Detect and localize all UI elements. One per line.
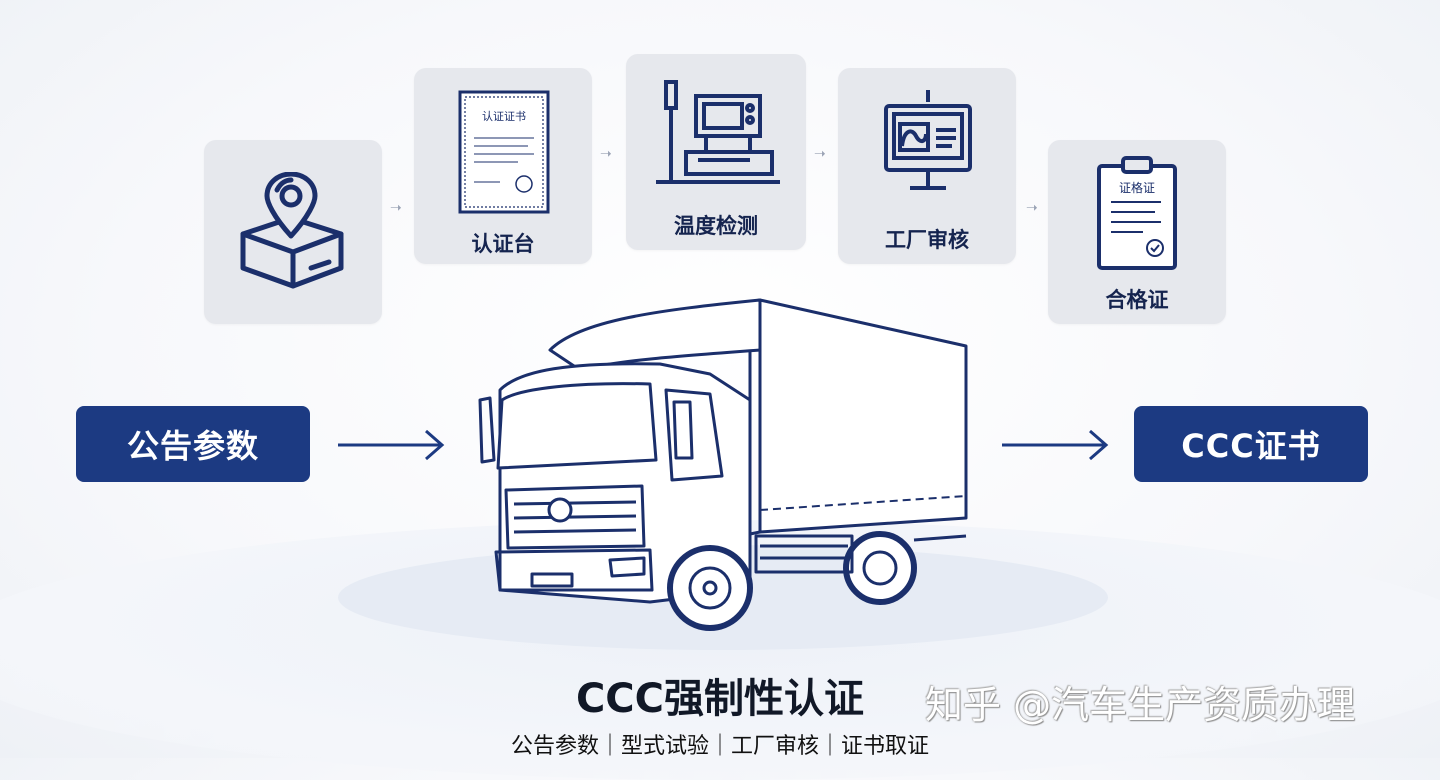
subtitle: 公告参数｜型式试验｜工厂审核｜证书取证 [510,734,929,759]
location-box-icon [240,172,344,289]
flow-card-audit: 工厂审核 [838,68,1016,264]
card-label-audit: 工厂审核 [885,228,969,252]
card-label-qualified: 合格证 [1105,288,1169,312]
flow-card-certificate: 认证证书 认证台 [414,68,592,264]
svg-text:认证证书: 认证证书 [482,110,526,123]
certificate-icon: 认证证书 [458,90,550,214]
flow-card-location [204,140,382,324]
card-label-certificate: 认证台 [471,232,535,256]
flow-arrow-3: ➝ [814,146,826,162]
monitor-icon [884,90,972,190]
flow-arrow-2: ➝ [600,146,612,162]
test-equipment-icon [656,80,780,184]
ccc-certificate-badge: CCC证书 [1134,406,1368,482]
flow-arrow-4: ➝ [1026,200,1038,216]
zhihu-watermark: 知乎 @汽车生产资质办理 [925,683,1356,727]
arrow-to-truck [338,429,445,461]
flow-card-test: 温度检测 [626,54,806,250]
svg-text:证格证: 证格证 [1119,180,1155,195]
box-truck-illustration [478,298,968,631]
main-title: CCC强制性认证 [575,676,865,722]
clipboard-certificate-icon: 证格证 [1097,156,1177,270]
flow-arrow-1: ➝ [390,200,402,216]
announcement-params-badge: 公告参数 [76,406,310,482]
arrow-to-ccc [1002,429,1109,461]
flow-card-qualified: 证格证 合格证 [1048,140,1226,324]
card-label-test: 温度检测 [674,214,758,238]
